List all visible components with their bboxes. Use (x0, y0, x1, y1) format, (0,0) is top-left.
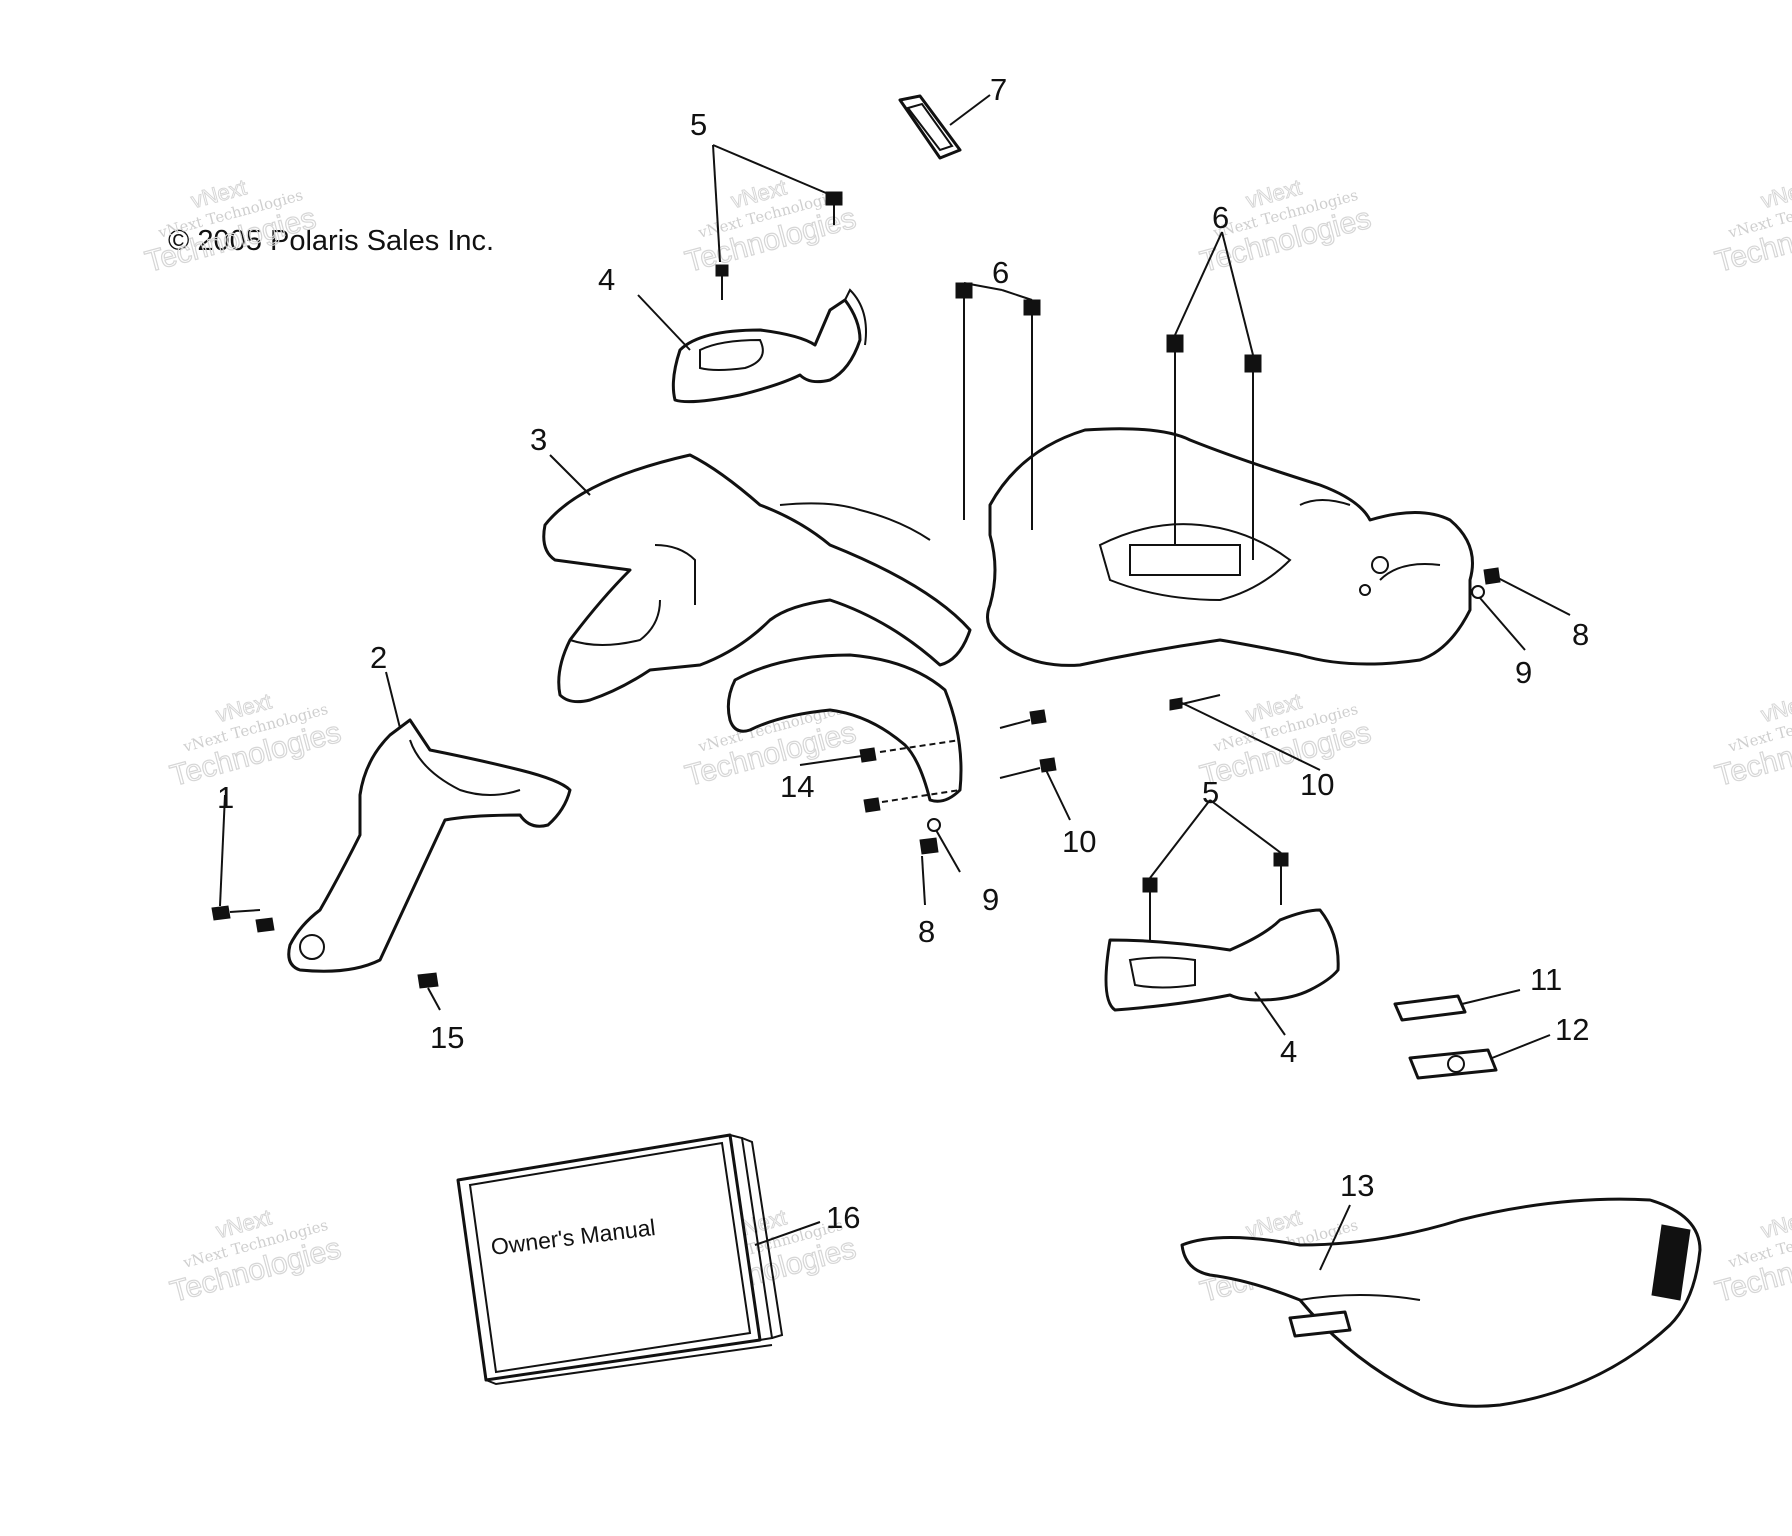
part-13-seat (1180, 1197, 1702, 1408)
watermarks: vNext vNext Technologies Technologies vN… (141, 174, 1792, 1310)
callout-4: 4 (598, 262, 615, 297)
callout-6: 6 (1212, 200, 1229, 235)
callout-15: 15 (430, 1020, 464, 1055)
callout-11: 11 (1530, 962, 1562, 997)
leader-lines (219, 94, 1571, 1271)
callout-12: 12 (1555, 1012, 1589, 1047)
part-3-front-body (542, 453, 972, 704)
part-11-decal (1393, 994, 1467, 1022)
callout-8: 8 (1572, 617, 1589, 652)
callout-9: 9 (982, 882, 999, 917)
callout-3: 3 (530, 422, 547, 457)
part-4-lower-side-panel (1104, 908, 1340, 1012)
callout-6: 6 (992, 255, 1009, 290)
front-fender-lower (726, 653, 963, 803)
callout-4: 4 (1280, 1034, 1297, 1069)
center-hardware (859, 694, 1221, 855)
watermark: vNext vNext Technologies Technologies (681, 174, 860, 280)
part-6-screws-right (1166, 334, 1262, 560)
part-5-upper-screws (715, 191, 843, 300)
callout-13: 13 (1340, 1168, 1374, 1203)
part-6-screws-left (955, 282, 1041, 530)
part-7-pad (898, 94, 962, 160)
watermark: vNext vNext Technologies Technologies (1711, 688, 1792, 794)
part-2-front-bumper (211, 718, 572, 989)
watermark: vNext vNext Technologies Technologies (141, 174, 320, 280)
callout-8: 8 (918, 914, 935, 949)
callout-5: 5 (690, 107, 707, 142)
part-5-lower-screws (1142, 852, 1289, 940)
part-16-owners-manual: Owner's Manual (456, 1133, 784, 1386)
callout-10: 10 (1062, 824, 1096, 859)
watermark: vNext vNext Technologies Technologies (166, 688, 345, 794)
watermark: vNext vNext Technologies Technologies (1711, 1204, 1792, 1310)
callout-14: 14 (780, 769, 814, 804)
copyright-text: © 2005 Polaris Sales Inc. (168, 225, 494, 257)
part-4-upper-side-panel (671, 288, 867, 404)
callout-9: 9 (1515, 655, 1532, 690)
callout-5: 5 (1202, 775, 1219, 810)
part-12-plate (1408, 1048, 1498, 1080)
callout-7: 7 (990, 72, 1007, 107)
callout-16: 16 (826, 1200, 860, 1235)
rear-body (986, 427, 1474, 667)
callout-labels: 5 7 4 3 6 6 2 1 15 8 9 14 10 10 9 8 5 4 … (217, 72, 1589, 1235)
watermark: vNext vNext Technologies Technologies (166, 1204, 345, 1310)
callout-10: 10 (1300, 767, 1334, 802)
callout-2: 2 (370, 640, 387, 675)
callout-1: 1 (217, 780, 234, 815)
part-8-9-right-nuts (1471, 567, 1501, 599)
watermark: vNext vNext Technologies Technologies (1711, 174, 1792, 280)
